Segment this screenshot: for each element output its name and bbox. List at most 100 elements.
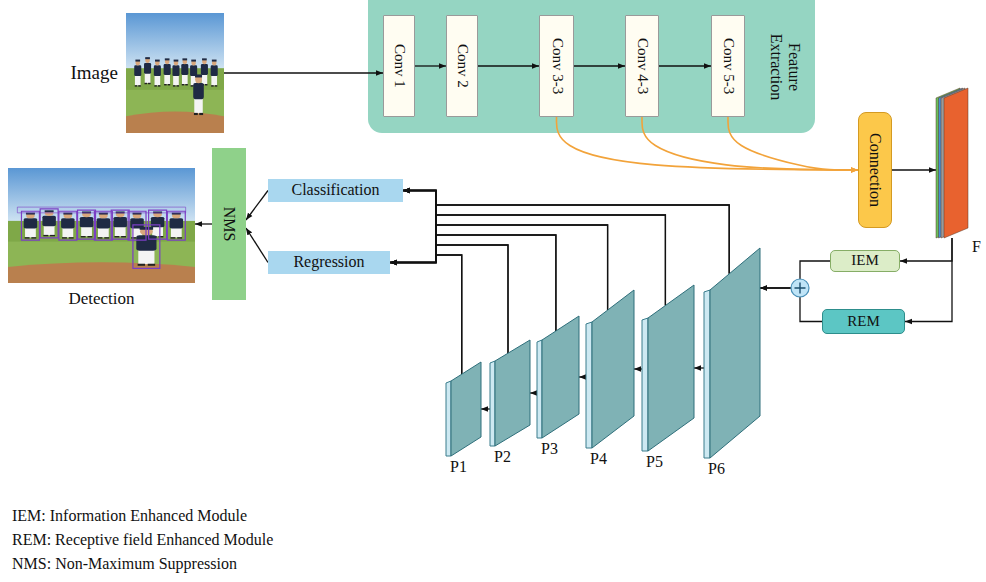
node-label: Detection [68,289,134,309]
node-label: P3 [541,440,558,458]
connector-arrow [659,65,711,66]
bounding-box [94,211,112,240]
connector-arrow [634,368,642,369]
bounding-box [59,211,77,240]
node-label: Conv 5-3 [719,38,736,94]
connector-arrow [728,117,858,170]
connector-arrow [403,191,608,311]
feature-map: P1 [446,362,481,456]
input-photo [126,13,224,133]
feature-map-face [490,361,495,446]
connector-arrow [403,191,462,375]
feature-map-face [642,318,648,451]
connector-arrow [760,288,822,322]
process-box: Classification [268,179,403,202]
connector-arrow [694,367,704,368]
node-label: Conv 1 [390,44,407,88]
process-box: IEM [830,250,900,272]
feature-map-shape [642,285,694,451]
feature-map-stack-shape [936,88,968,238]
feature-map-face [537,340,542,438]
process-box: Conv 5-3 [711,15,745,117]
feature-extraction-panel [368,0,815,133]
bounding-box [128,211,146,240]
connector-arrow [403,191,665,306]
node-label: Classification [292,181,380,199]
node-label: Connection [866,133,884,207]
feature-map-face [542,316,579,438]
connector-arrow [390,215,665,306]
bounding-box [133,225,160,268]
node-label: P5 [646,453,663,471]
feature-map-shape [446,362,481,456]
connector-arrow [195,223,212,224]
node-label: P6 [708,460,725,478]
connector-arrow [390,255,462,374]
process-box: NMS [212,148,246,300]
feature-map-face [451,362,481,456]
detection-boxes [17,207,185,268]
feature-map-shape [490,340,530,446]
connector-arrow [574,65,625,66]
bounding-box [111,210,129,239]
node-label: Conv 3-3 [548,38,565,94]
connector-arrow [415,65,446,66]
feature-map-face [446,381,451,456]
abbreviation-note: IEM: Information Enhanced Module [12,506,247,525]
feature-map-shape [704,248,760,458]
node-label: Image [71,62,118,84]
bounding-box [78,210,96,239]
feature-map: P2 [490,340,530,446]
connector-arrow [246,228,268,263]
process-box: Conv 3-3 [539,15,574,117]
process-box: REM [822,309,905,334]
connector-arrow [530,392,537,393]
node-label: Conv 4-3 [633,38,650,94]
connector-arrow [900,238,952,261]
node-label: P4 [590,450,607,468]
feature-map-face [648,285,694,451]
node-label: NMS [220,207,238,242]
connector-arrow [892,169,936,170]
node-label: P1 [450,458,467,476]
feature-map-face [586,322,592,448]
node-label: Regression [293,253,364,271]
photo-frame: Image [126,13,224,133]
feature-map-stack: F [936,88,968,238]
node-label: Feature Extraction [767,27,804,107]
bounding-box [17,207,185,213]
sum-symbol [795,283,806,294]
feature-map-face [495,340,530,446]
connector-arrow [390,235,556,331]
feature-map: P6 [704,248,760,458]
node-label: Conv 2 [453,44,470,88]
connector-arrow [579,376,586,377]
connector-arrow [905,238,952,322]
connector-arrow [224,72,383,73]
abbreviation-note: REM: Receptive field Enhanced Module [12,530,273,549]
bounding-box [167,211,185,240]
connector-arrow [478,65,539,66]
feature-map: P3 [537,316,579,438]
connector-arrow [403,191,729,274]
feature-map-shape [537,316,579,438]
process-box: Conv 1 [383,15,415,117]
feature-map-face [592,290,634,448]
node-label: F [972,238,981,256]
feature-extraction-panel: Feature Extraction Conv 1 Conv 2 Conv 3-3 Co… [368,0,815,133]
connector-arrow [403,191,556,331]
connector-arrow [390,205,729,274]
node-label: IEM [851,252,879,269]
connector-arrow [481,408,490,409]
connector-arrow [390,245,508,353]
detection-photo [8,168,195,283]
feature-map-shape [586,290,634,448]
feature-map-face [704,290,710,458]
connector-arrow [557,117,859,170]
sum-symbol [791,279,809,297]
feature-map-layer [944,88,968,238]
